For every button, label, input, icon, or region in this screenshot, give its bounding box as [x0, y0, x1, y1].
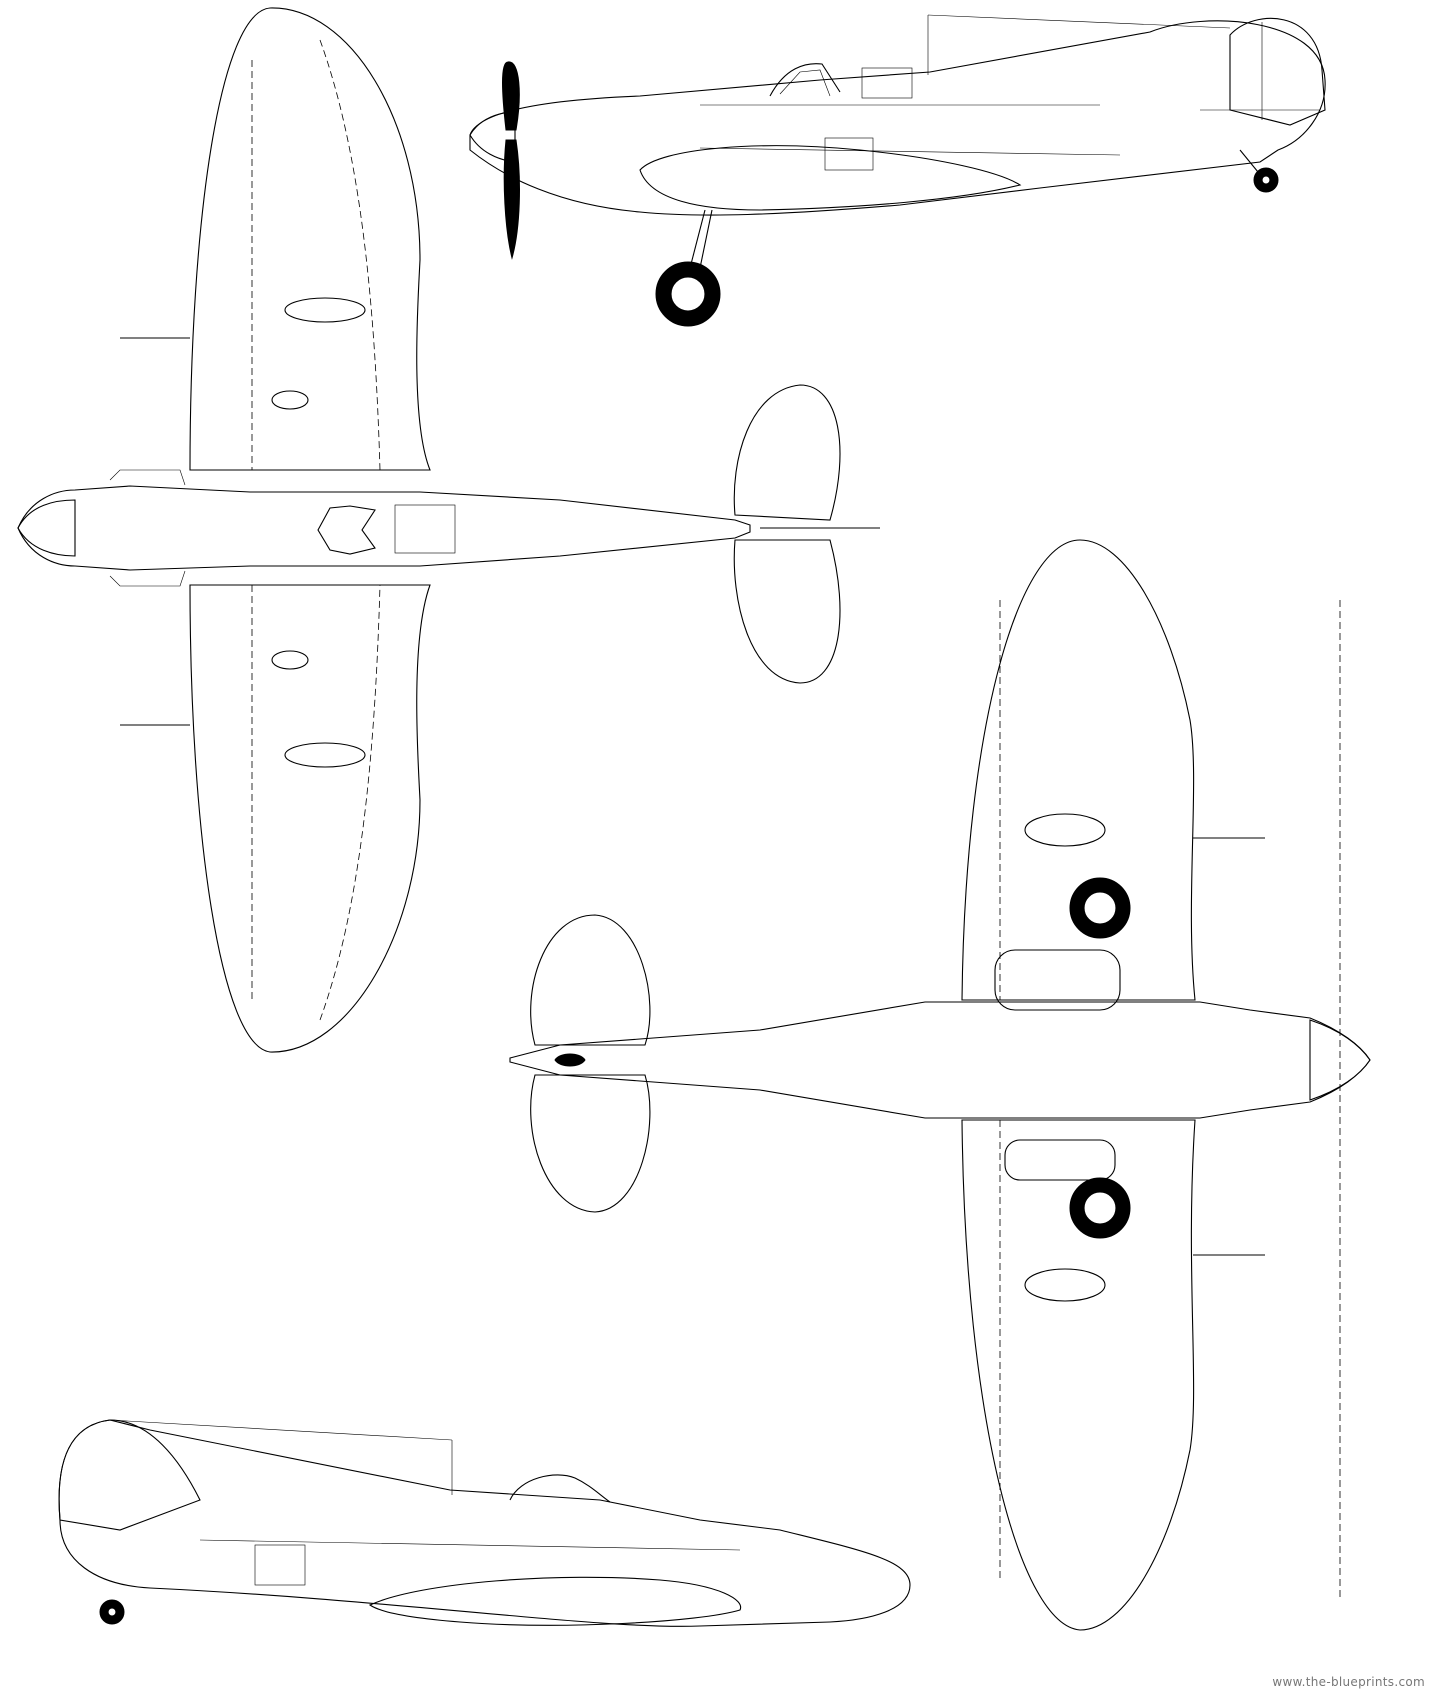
tailplane-under-upper	[530, 914, 651, 1046]
main-gear-leg	[699, 209, 713, 269]
tailplane-under-lower	[530, 1074, 651, 1213]
side-view-left	[58, 1419, 911, 1627]
fuselage-outline-left	[58, 1419, 911, 1627]
tail-wheel-hub	[1261, 175, 1271, 185]
roundel-outline	[284, 297, 366, 323]
aileron-line	[319, 39, 381, 471]
canopy-left	[509, 1474, 611, 1503]
spinner-bottom	[1309, 1019, 1371, 1101]
aerial-wire	[109, 1419, 453, 1441]
wheel-well	[994, 949, 1121, 1011]
top-view	[17, 7, 880, 1053]
panel-line	[199, 1539, 741, 1551]
radio-hatch	[254, 1544, 306, 1586]
roundel-outline	[284, 742, 366, 768]
main-wheel-hub	[670, 276, 706, 312]
main-wheel-under-hub	[1083, 891, 1117, 925]
exhaust	[109, 469, 186, 486]
tailplane-upper	[733, 384, 841, 521]
radio-hatch	[824, 137, 874, 171]
main-wheel-under-hub	[1083, 1191, 1117, 1225]
exhaust	[109, 570, 186, 587]
canopy	[769, 63, 841, 97]
main-gear-leg	[689, 209, 706, 269]
wing-root	[639, 145, 1022, 211]
panel-oval	[271, 650, 309, 670]
rear-canopy	[861, 67, 913, 99]
spinner-top	[17, 499, 76, 557]
aerial-wire	[927, 14, 1231, 29]
source-credit: www.the-blueprints.com	[1272, 1675, 1425, 1689]
fin-rudder-left	[58, 1419, 201, 1531]
panel-oval	[271, 390, 309, 410]
fuselage-top	[17, 485, 751, 571]
canopy-frame	[779, 69, 831, 97]
fuselage-bottom	[509, 1001, 1371, 1119]
spinner	[469, 111, 516, 163]
fin-rudder	[1229, 17, 1326, 126]
wing-under-lower	[961, 1119, 1196, 1631]
wing-under-upper	[961, 539, 1196, 1001]
radiator-oval	[1024, 1268, 1106, 1302]
wing-lower	[189, 584, 431, 1053]
tail-wheel-bottom	[554, 1053, 586, 1067]
wing-root-left	[368, 1576, 742, 1626]
propeller-blade-bottom	[503, 139, 520, 260]
aileron-line	[319, 584, 381, 1021]
tail-wheel-left-hub	[107, 1607, 117, 1617]
fuselage-outline	[469, 20, 1326, 216]
wheel-well	[1004, 1139, 1116, 1181]
tail-wheel-leg	[1239, 149, 1259, 173]
windscreen	[317, 505, 376, 555]
tailplane-lower	[733, 539, 841, 684]
propeller-blade-top	[502, 61, 520, 131]
wing-upper	[189, 7, 431, 471]
bottom-view	[509, 539, 1371, 1631]
radiator-oval	[1024, 813, 1106, 847]
panel-line	[699, 147, 1121, 156]
side-view-right	[469, 14, 1326, 327]
cockpit-rear	[394, 504, 456, 554]
